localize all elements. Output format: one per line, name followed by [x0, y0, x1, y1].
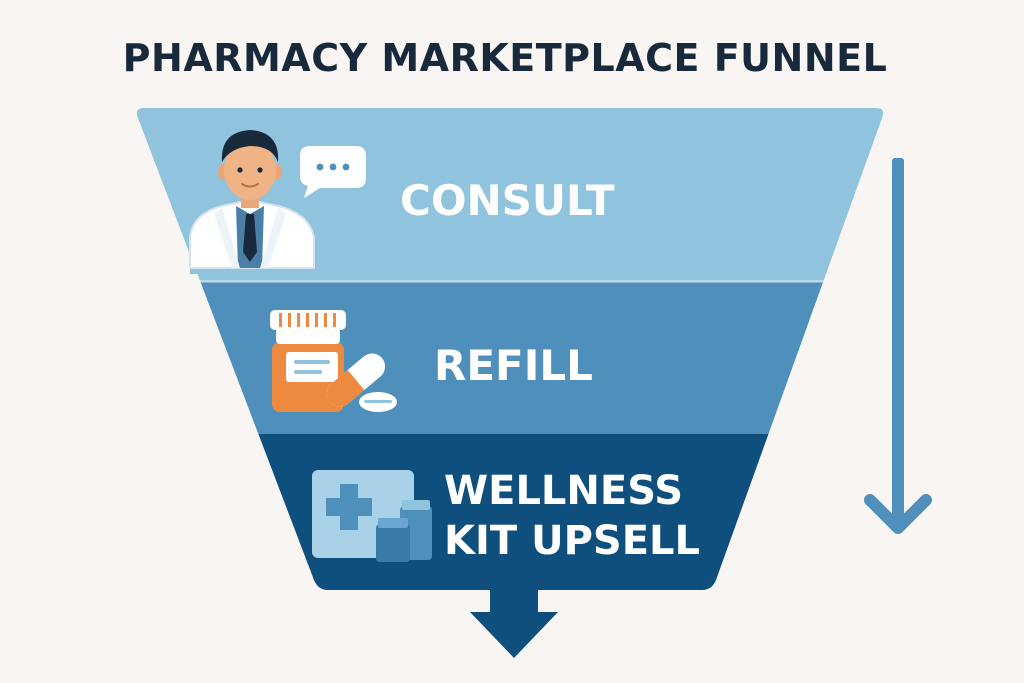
tablet-icon — [359, 392, 397, 412]
wellness-kit-icon — [312, 470, 432, 562]
doctor-icon — [189, 130, 315, 274]
pill-bottle-icon — [270, 310, 346, 412]
funnel-stage-wellness-kit-upsell — [136, 434, 884, 590]
page-title: PHARMACY MARKETPLACE FUNNEL — [122, 36, 888, 80]
stage-label-wellness-kit-upsell: WELLNESS KIT UPSELL — [444, 468, 700, 564]
funnel-stage-refill — [136, 282, 884, 434]
speech-bubble-icon — [300, 146, 366, 198]
bottom-down-arrow — [470, 588, 558, 658]
stage-label-refill: REFILL — [434, 341, 593, 390]
band-divider — [136, 280, 884, 283]
capsule-icon — [326, 353, 386, 407]
side-down-arrow — [864, 158, 932, 534]
stage-label-consult: CONSULT — [400, 176, 615, 225]
